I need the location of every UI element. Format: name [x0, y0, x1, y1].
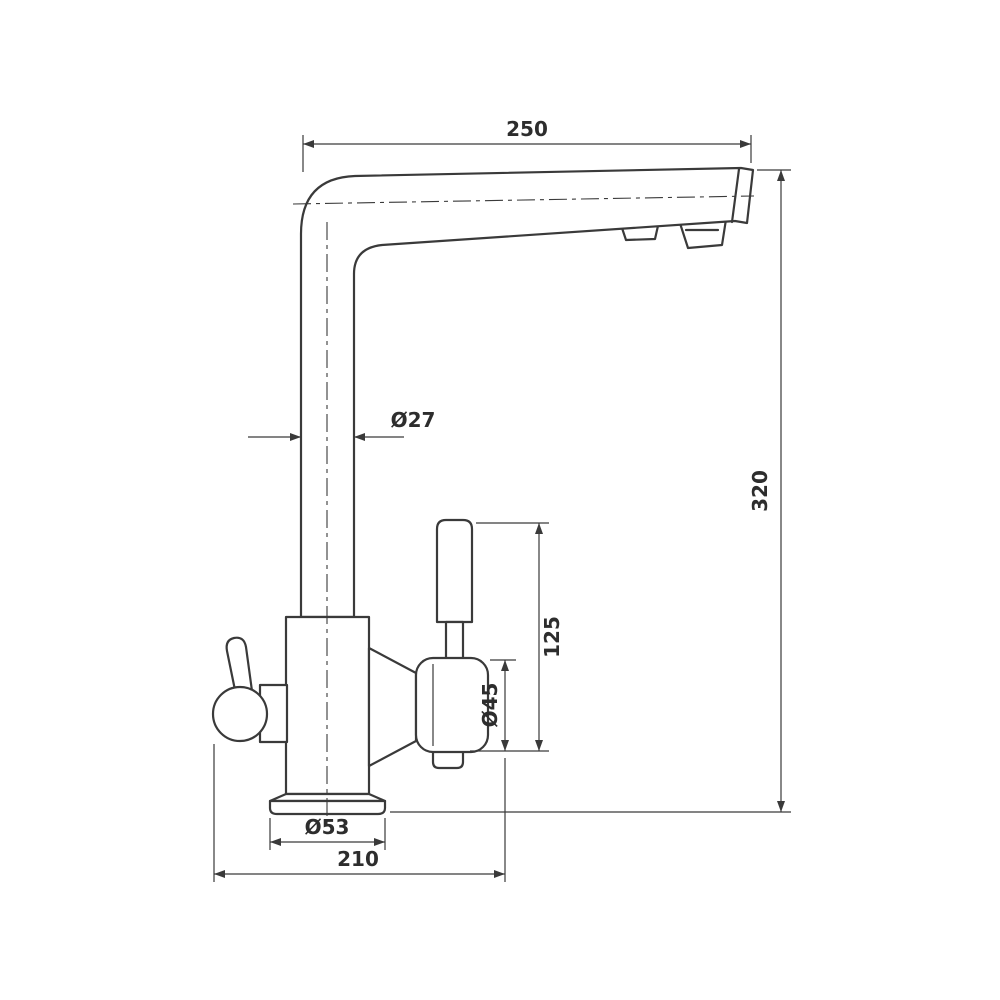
centerlines [292, 195, 755, 824]
faucet-outline [211, 166, 755, 816]
dim-footprint-width: 210 [213, 744, 506, 882]
spout-end-cap-line [730, 167, 741, 224]
right-handle-stem [444, 620, 465, 664]
dim-lever-height: 125 [470, 522, 564, 752]
dim-spout-reach: 250 [302, 117, 752, 172]
dim-side-valve-diameter: Ø45 [478, 659, 516, 751]
dim-label-spout-reach: 250 [506, 117, 548, 141]
dim-base-diameter: Ø53 [269, 815, 386, 850]
dim-label-base-diameter: Ø53 [305, 815, 350, 839]
dim-label-spout-tube-diameter: Ø27 [391, 408, 436, 432]
dim-overall-height: 320 [390, 169, 791, 813]
left-handle-ball [211, 685, 269, 743]
spout-arm-and-riser [299, 166, 755, 619]
dim-label-side-valve-diameter: Ø45 [478, 683, 502, 728]
dim-label-footprint-width: 210 [337, 847, 379, 871]
dim-label-overall-height: 320 [748, 470, 772, 512]
spout-centerline [292, 195, 755, 205]
right-valve-body [414, 656, 490, 754]
left-handle-lever [225, 636, 254, 697]
dim-label-lever-height: 125 [540, 616, 564, 658]
right-handle-grip [435, 518, 474, 624]
right-valve-cone [367, 646, 418, 768]
dim-spout-tube-diameter: Ø27 [248, 408, 436, 441]
